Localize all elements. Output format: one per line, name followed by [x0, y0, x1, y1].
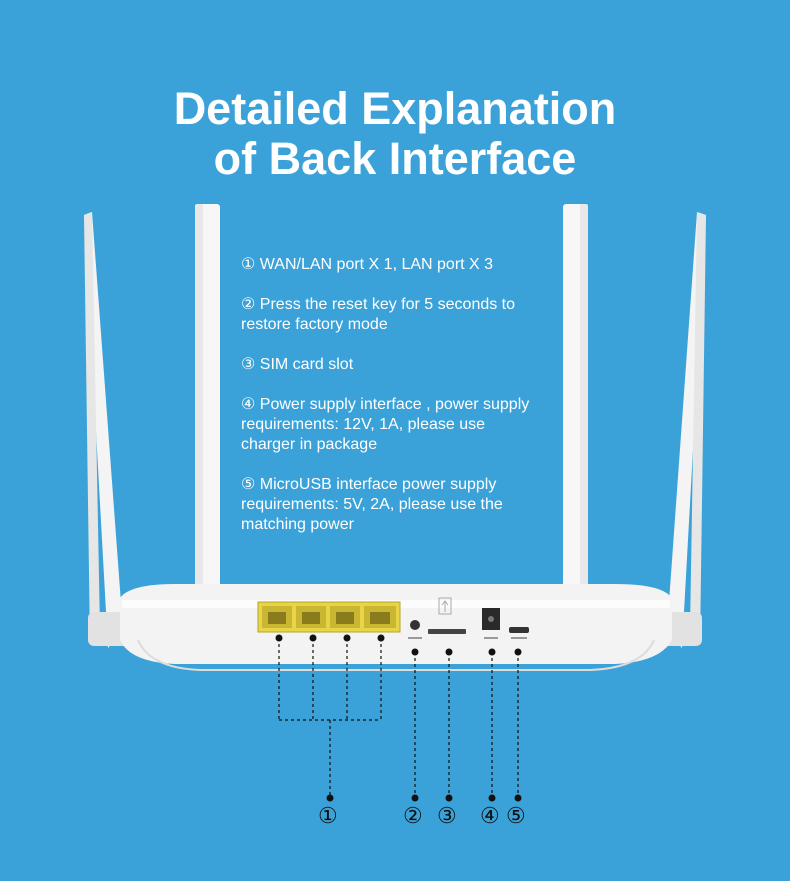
- callout-1: ①: [318, 803, 338, 828]
- reset-button-icon: [408, 620, 422, 639]
- note-microusb: ⑤ MicroUSB interface power supply requir…: [241, 476, 503, 533]
- wan-lan-port-icon: [262, 606, 396, 628]
- callout-5: ⑤: [506, 803, 526, 828]
- callout-2: ②: [403, 803, 423, 828]
- title-line-1: Detailed Explanation: [173, 83, 617, 134]
- antenna-right: [563, 204, 588, 629]
- sim-slot-icon: [428, 597, 466, 634]
- dc-power-jack-icon: [482, 608, 500, 639]
- antenna-left: [195, 204, 220, 629]
- callout-4: ④: [480, 803, 500, 828]
- ethernet-port-block: [257, 601, 401, 633]
- antenna-far-left: [84, 212, 128, 648]
- note-sim: ③ SIM card slot: [241, 356, 354, 373]
- leader-lines: [278, 638, 519, 798]
- page-title: Detailed Explanation of Back Interface: [0, 84, 790, 184]
- callout-3: ③: [437, 803, 457, 828]
- note-reset: ② Press the reset key for 5 seconds to r…: [241, 296, 516, 333]
- note-wan-lan: ① WAN/LAN port X 1, LAN port X 3: [241, 256, 494, 273]
- title-line-2: of Back Interface: [213, 133, 577, 184]
- note-power: ④ Power supply interface , power supply …: [241, 396, 530, 453]
- micro-usb-port-icon: [509, 627, 529, 639]
- leader-dots: [275, 634, 522, 802]
- antenna-far-right: [662, 212, 706, 648]
